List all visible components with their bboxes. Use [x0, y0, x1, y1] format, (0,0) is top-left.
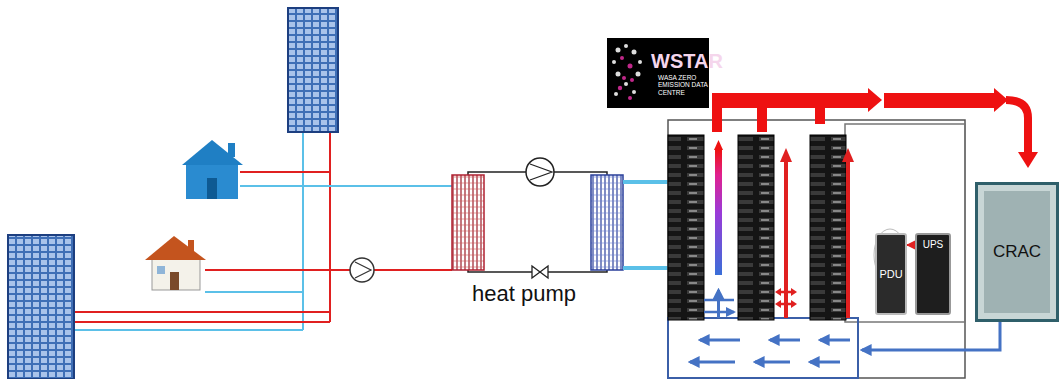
pdu-label: PDU [879, 268, 902, 280]
power-connector [907, 244, 915, 246]
pdu-box: PDU [875, 233, 907, 315]
logo-wordmark: WSTAR [651, 50, 723, 73]
logo: WSTARWASA ZERO EMISSION DATA CENTRE [647, 40, 727, 106]
ups-label: UPS [923, 239, 944, 250]
crac-label: CRAC [993, 242, 1041, 262]
ups-box: UPS [915, 233, 951, 315]
heat-pump-label: heat pump [472, 281, 576, 307]
crac-unit: CRAC [975, 182, 1059, 322]
logo-subtitle: WASA ZERO EMISSION DATA CENTRE [658, 74, 716, 96]
